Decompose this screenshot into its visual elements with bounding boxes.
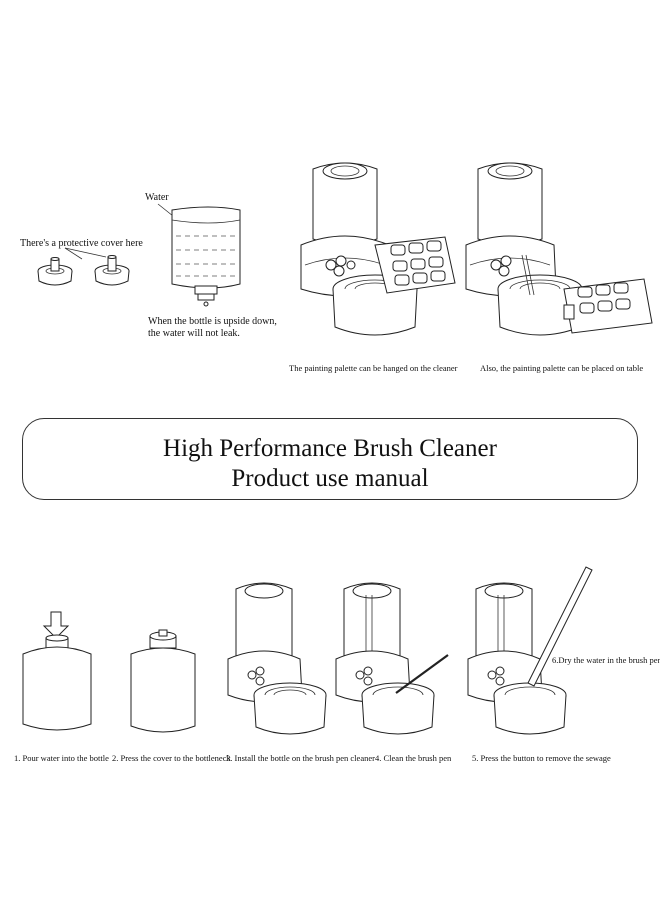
product-title: High Performance Brush Cleaner bbox=[163, 435, 497, 462]
step2-press-cover-illustration bbox=[128, 630, 218, 740]
step4-clean-brush-illustration bbox=[336, 575, 456, 745]
step4-label: 4. Clean the brush pen bbox=[375, 753, 452, 763]
upside-down-note-line2: the water will not leak. bbox=[148, 328, 240, 339]
step3-label: 3. Install the bottle on the brush pen c… bbox=[226, 753, 375, 763]
cover-label: There's a protective cover here bbox=[20, 238, 143, 249]
step1-label: 1. Pour water into the bottle bbox=[14, 753, 109, 763]
cleaner-with-table-palette-illustration bbox=[460, 155, 660, 345]
step2-label: 2. Press the cover to the bottleneck bbox=[112, 753, 231, 763]
step1-pour-water-illustration bbox=[18, 610, 108, 735]
water-label: Water bbox=[145, 192, 169, 203]
step6-label: 6.Dry the water in the brush pen bbox=[552, 655, 660, 665]
step5-label: 5. Press the button to remove the sewage bbox=[472, 753, 611, 763]
upside-down-bottle-illustration bbox=[140, 200, 250, 320]
caption-palette-table: Also, the painting palette can be placed… bbox=[480, 363, 644, 373]
cleaner-with-hanged-palette-illustration bbox=[295, 155, 475, 345]
caption-palette-hanged: The painting palette can be hanged on th… bbox=[289, 363, 458, 373]
step3-install-bottle-illustration bbox=[228, 575, 338, 745]
protective-cover-caps-illustration bbox=[30, 245, 140, 295]
step5-remove-sewage-illustration bbox=[468, 565, 598, 745]
manual-subtitle: Product use manual bbox=[231, 465, 429, 492]
upside-down-note-line1: When the bottle is upside down, bbox=[148, 316, 277, 327]
manual-title-box: High Performance Brush Cleaner Product u… bbox=[22, 418, 638, 500]
